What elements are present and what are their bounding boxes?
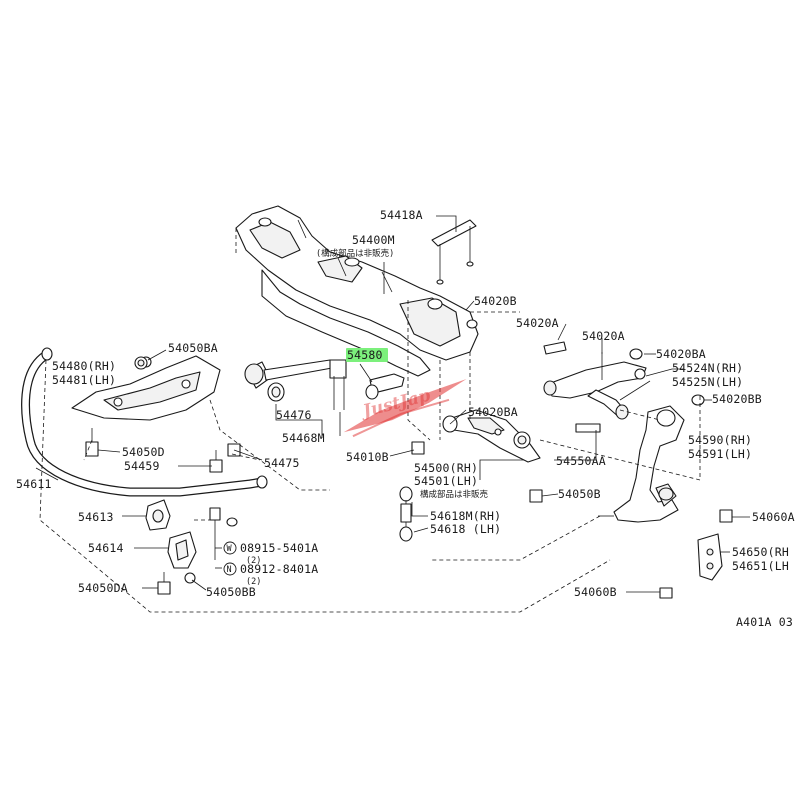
compression-rod-54468M	[263, 359, 347, 410]
label-54020BB: 54020BB	[712, 392, 762, 406]
lower-transverse-link	[442, 409, 541, 463]
label-54476: 54476	[276, 408, 312, 422]
label-54050DA: 54050DA	[78, 581, 128, 595]
assembly-dashed-lines	[39, 228, 701, 613]
label-54500-rh: 54500(RH)	[414, 461, 478, 475]
bushing-54476	[244, 361, 285, 402]
label-54418A: 54418A	[380, 208, 423, 222]
part-number-labels: 54418A 54400M (構成部品は非販売) 54020B 54020A 5…	[16, 208, 795, 629]
label-54580: 54580	[347, 348, 383, 362]
label-54611: 54611	[16, 477, 52, 491]
label-08915-5401A: 08915-5401A	[240, 541, 318, 555]
label-54480-rh: 54480(RH)	[52, 359, 116, 373]
label-54010B: 54010B	[346, 450, 389, 464]
stabilizer-link	[399, 486, 413, 542]
label-54459: 54459	[124, 459, 160, 473]
label-not-sold-note-2: 構成部品は非販売	[420, 489, 489, 500]
label-54614: 54614	[88, 541, 124, 555]
label-54591-lh: 54591(LH)	[688, 447, 752, 461]
label-54060A: 54060A	[752, 510, 795, 524]
stabilizer-clamp-54614	[167, 531, 197, 569]
hardware-type-badges: W N	[223, 541, 237, 576]
label-54501-lh: 54501(LH)	[414, 474, 478, 488]
label-54020BA-lower: 54020BA	[468, 405, 518, 419]
label-54020A-right: 54020A	[582, 329, 625, 343]
label-54613: 54613	[78, 510, 114, 524]
stabilizer-bar-54611	[21, 347, 268, 497]
part-highlight	[346, 348, 388, 362]
label-54550AA: 54550AA	[556, 454, 606, 468]
label-54618M-rh: 54618M(RH)	[430, 509, 501, 523]
badge-w: W	[227, 544, 233, 554]
label-54650-rh: 54650(RH	[732, 545, 789, 559]
label-54651-lh: 54651(LH	[732, 559, 789, 573]
label-54060B: 54060B	[574, 585, 617, 599]
label-54050BA: 54050BA	[168, 341, 218, 355]
label-54020A-left: 54020A	[516, 316, 559, 330]
label-not-sold-note: (構成部品は非販売)	[316, 248, 394, 259]
label-54050D: 54050D	[122, 445, 165, 459]
figure-code: A401A 03	[736, 615, 793, 629]
label-54468M: 54468M	[282, 431, 325, 445]
label-54525N-lh: 54525N(LH)	[672, 375, 743, 389]
leader-lines	[35, 215, 750, 593]
label-54020BA-upper: 54020BA	[656, 347, 706, 361]
label-qty-2: (2)	[246, 577, 261, 587]
label-54400M: 54400M	[352, 233, 395, 247]
bolt-54580	[365, 373, 405, 400]
steering-knuckle	[598, 405, 685, 523]
label-54524N-rh: 54524N(RH)	[672, 361, 743, 375]
hardware-bolts-nuts	[85, 341, 733, 599]
label-54618-lh: 54618 (LH)	[430, 522, 501, 536]
badge-n: N	[227, 565, 232, 575]
label-54020B: 54020B	[474, 294, 517, 308]
label-54590-rh: 54590(RH)	[688, 433, 752, 447]
label-08912-8401A: 08912-8401A	[240, 562, 318, 576]
label-54050BB: 54050BB	[206, 585, 256, 599]
upper-control-arm	[543, 352, 647, 420]
stabilizer-bushing-54613	[145, 499, 171, 531]
bracket-54650	[697, 533, 723, 581]
stud-plate-54418A	[431, 219, 477, 285]
label-54050B: 54050B	[558, 487, 601, 501]
label-qty-1: (2)	[246, 556, 261, 566]
label-54475: 54475	[264, 456, 300, 470]
label-54481-lh: 54481(LH)	[52, 373, 116, 387]
